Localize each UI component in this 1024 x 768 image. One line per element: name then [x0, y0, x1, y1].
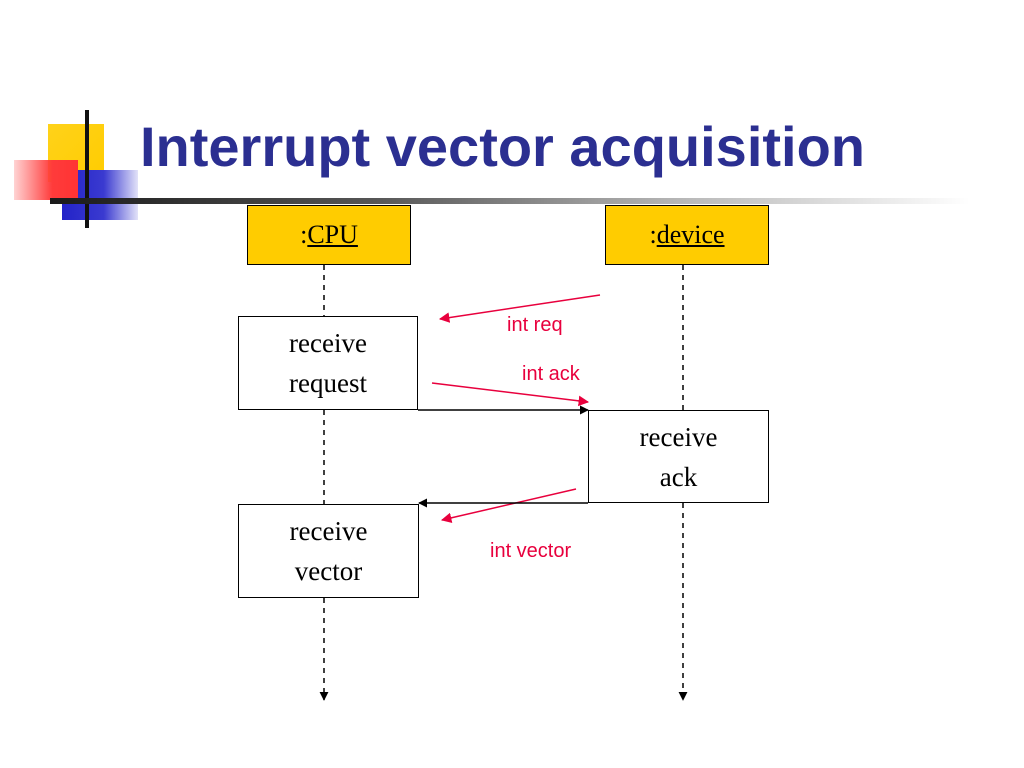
deco-vertical-rule: [85, 110, 89, 228]
int-req-arrow: [438, 294, 601, 323]
cpu-actor-name: CPU: [307, 220, 358, 249]
int-vector-label: int vector: [490, 540, 572, 562]
int-ack-label: int ack: [522, 363, 580, 385]
title-underline: [50, 198, 970, 204]
receive-vector-line1: receive: [289, 516, 368, 546]
receive-request-line1: receive: [289, 328, 367, 358]
receive-ack-line1: receive: [639, 421, 718, 452]
device-actor-prefix: :: [649, 220, 657, 249]
cpu-actor-box: :CPU: [247, 205, 411, 265]
receive-request-line2: request: [289, 368, 367, 398]
receive-ack-line2: ack: [659, 461, 698, 492]
deco-red-block: [14, 160, 78, 200]
receive-vector-box: receive vector: [238, 504, 419, 598]
int-vector-arrow: [440, 488, 577, 523]
cpu-actor-prefix: :: [300, 220, 308, 249]
receive-ack-box: receive ack: [588, 410, 769, 503]
slide-title: Interrupt vector acquisition: [140, 115, 865, 178]
receive-request-box: receive request: [238, 316, 418, 410]
int-req-label: int req: [507, 314, 563, 336]
device-actor-name: device: [656, 220, 725, 249]
device-actor-box: :device: [605, 205, 769, 265]
receive-vector-line2: vector: [294, 556, 363, 586]
int-ack-arrow: [431, 382, 590, 407]
